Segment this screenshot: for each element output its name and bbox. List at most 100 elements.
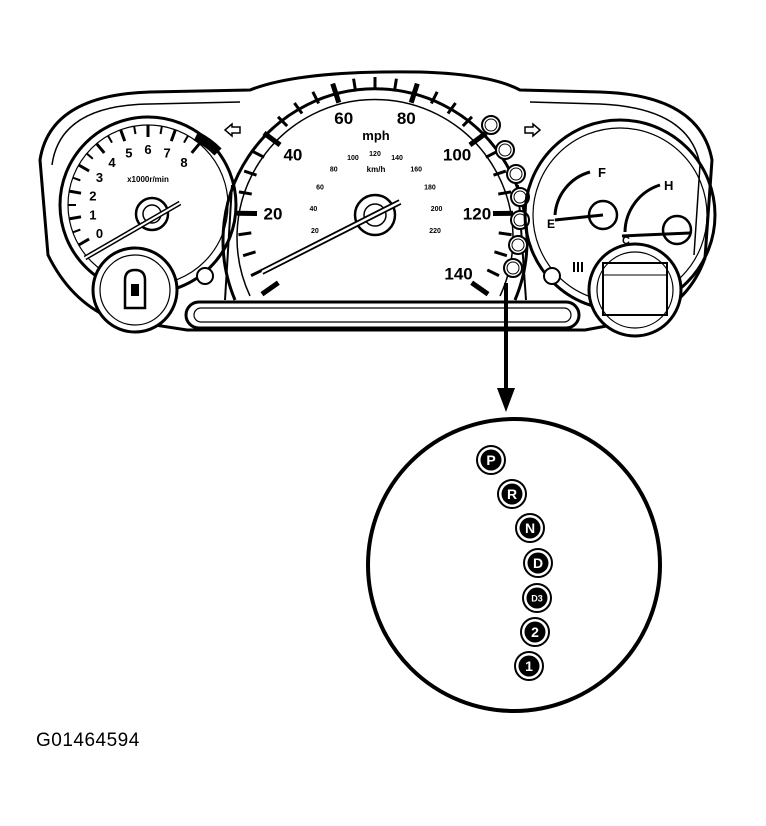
gear-indicator-zoom-label: 1 [525, 658, 533, 674]
tachometer-tick [107, 135, 113, 144]
speedometer-mph-tick-label: 140 [444, 265, 472, 284]
gear-indicator-zoom-led [518, 655, 540, 677]
tachometer-tick [169, 129, 177, 142]
speedometer-tick [250, 268, 264, 277]
speedometer-tick [470, 280, 490, 297]
speedometer-mph-label: mph [362, 128, 390, 143]
gear-indicator-zoom-label: R [507, 486, 517, 502]
key-icon [123, 268, 147, 310]
gear-indicator-column [481, 115, 530, 278]
tachometer-redline [193, 131, 222, 156]
gear-indicator-zoom-led [501, 483, 523, 505]
fuel-gauge-needle [554, 213, 604, 222]
fuel-gauge-arc [553, 170, 591, 216]
tachometer-tick-label: 5 [125, 145, 132, 160]
temp-gauge-cold-label: C [622, 235, 630, 247]
temp-gauge-hub [661, 214, 693, 246]
key-indicator [91, 246, 179, 334]
figure-id: G01464594 [36, 730, 140, 751]
gear-indicator-zoom-label: N [525, 520, 535, 536]
tachometer-tick-label: 4 [108, 155, 116, 170]
tachometer-tick [77, 237, 90, 247]
tachometer-tick [77, 163, 90, 173]
speedometer-tick [446, 102, 457, 115]
gear-indicator-led-ring [506, 261, 520, 275]
gear-indicator-zoom-label: 2 [531, 624, 539, 640]
gear-indicator-led-ring [498, 143, 512, 157]
speedometer-tick [243, 169, 257, 177]
tachometer-tick [159, 126, 163, 135]
right-knob [543, 267, 561, 285]
tachometer-tick [133, 126, 137, 135]
speedometer-tick [311, 91, 321, 105]
tachometer-tick [68, 215, 82, 221]
tachometer-tick-label: 7 [164, 145, 171, 160]
gear-indicator-zoom-label: D3 [531, 594, 543, 604]
speedometer-mph-tick-label: 60 [334, 109, 353, 128]
speedometer-kmh-tick-label: 200 [431, 206, 443, 213]
left-knob [196, 267, 214, 285]
tachometer-unit-label: x1000r/min [127, 175, 169, 184]
speedometer-tick [352, 78, 358, 92]
odometer-display [587, 242, 683, 338]
warning-light-strip [184, 300, 581, 330]
speedometer-tick [330, 82, 342, 104]
gear-indicator-zoom-led [527, 552, 549, 574]
tachometer-tick [119, 129, 127, 142]
speedometer-tick [498, 231, 512, 237]
speedometer-tick [486, 268, 500, 277]
speedometer-tick [262, 131, 282, 147]
speedometer-tick [468, 131, 488, 147]
gear-indicator-zoom-led [480, 449, 502, 471]
left-turn-signal-icon [223, 122, 241, 138]
speedometer-tick [293, 102, 304, 115]
speedometer-kmh-label: km/h [367, 165, 386, 174]
speedometer-tick [251, 149, 265, 159]
speedometer-kmh-tick-label: 20 [311, 228, 319, 235]
fuel-gauge-full-label: F [598, 165, 606, 180]
gear-indicator-zoom-led [526, 587, 548, 609]
tachometer-tick [68, 189, 82, 195]
speedometer-mph-tick-label: 40 [283, 145, 302, 164]
speedometer-tick [408, 82, 420, 104]
speedometer-kmh-tick-label: 120 [369, 151, 381, 158]
speedometer-mph-tick-label: 100 [443, 145, 471, 164]
speedometer-kmh-tick-label: 140 [391, 155, 403, 162]
tachometer-tick-label: 0 [96, 226, 103, 241]
speedometer-mph-tick-label: 120 [463, 205, 491, 224]
tachometer-tick-label: 6 [144, 142, 151, 157]
speedometer-tick [260, 280, 280, 297]
speedometer-tick [493, 169, 507, 177]
speedometer-tick [242, 250, 256, 258]
speedometer-tick [497, 190, 512, 196]
speedometer-kmh-tick-label: 220 [429, 228, 441, 235]
speedometer-tick [461, 115, 474, 128]
speedometer-mph-tick-label: 20 [264, 205, 283, 224]
tachometer-tick [72, 228, 81, 234]
speedometer-mph-tick-label: 80 [397, 109, 416, 128]
callout-arrowhead [497, 388, 515, 412]
tachometer-tick-label: 2 [89, 188, 96, 203]
gear-indicator-zoom-label: D [533, 555, 543, 571]
speedometer-tick [276, 115, 289, 128]
tachometer-tick-label: 3 [96, 170, 103, 185]
speedometer-tick [494, 250, 508, 258]
gear-indicator-zoom-led [524, 621, 546, 643]
tachometer-tick-label: 1 [89, 208, 96, 223]
speedometer-tick [429, 91, 439, 105]
speedometer-kmh-tick-label: 80 [330, 167, 338, 174]
speedometer-kmh-tick-label: 40 [310, 206, 318, 213]
tachometer-tick [190, 142, 201, 154]
right-turn-signal-icon [524, 122, 542, 138]
tachometer-tick-label: 8 [180, 155, 187, 170]
gear-indicator-led-ring [509, 167, 523, 181]
temp-gauge-needle [621, 231, 691, 238]
gear-indicator-led-ring [511, 238, 525, 252]
gear-indicator-led-ring [484, 118, 498, 132]
speedometer-tick [238, 231, 252, 237]
high-beam-icon [573, 262, 583, 272]
speedometer-kmh-tick-label: 60 [316, 184, 324, 191]
tachometer-tick [72, 176, 81, 182]
